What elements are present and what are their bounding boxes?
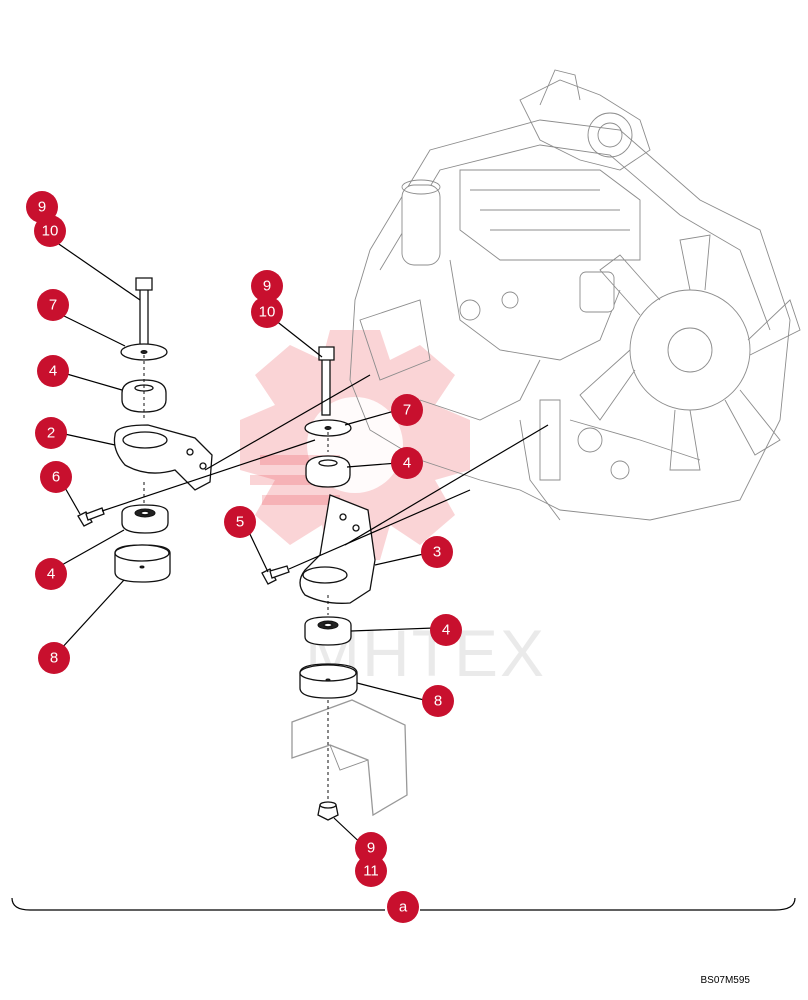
reference-code: BS07M595 [700,975,750,986]
callout-6: 6 [40,461,72,493]
callout-2-label: 2 [47,425,55,442]
callout-4a: 4 [37,355,69,387]
callout-4d-label: 4 [442,622,450,639]
callout-8a: 8 [38,642,70,674]
callout-4b: 4 [35,558,67,590]
callout-2: 2 [35,417,67,449]
callout-10a-label: 10 [42,223,59,240]
callout-9a-label: 9 [38,199,46,216]
frame-support [291,699,408,817]
callout-9c: 9 [355,832,387,864]
callout-4b-label: 4 [47,566,55,583]
callout-10b: 10 [251,296,283,328]
right-mount-assembly [261,346,376,821]
callout-3-label: 3 [433,544,441,561]
callout-8b-label: 8 [434,693,442,710]
callout-5-label: 5 [236,514,244,531]
callout-a-label: a [399,899,408,916]
callout-10a: 10 [34,215,66,247]
callout-6-label: 6 [52,469,60,486]
callout-8b: 8 [422,685,454,717]
callout-11: 11 [355,855,387,887]
callout-3: 3 [421,536,453,568]
left-mount-assembly [77,277,213,583]
callout-9b: 9 [251,270,283,302]
engine-illustration [349,69,801,521]
callout-4c: 4 [391,447,423,479]
callout-11-label: 11 [363,863,379,880]
callout-9b-label: 9 [263,278,271,295]
callout-8a-label: 8 [50,650,58,667]
callout-7b: 7 [391,394,423,426]
engine-connection-lines [101,374,549,570]
callout-7a-label: 7 [49,297,57,314]
callout-5: 5 [224,506,256,538]
callout-7b-label: 7 [403,402,411,419]
callout-4c-label: 4 [403,455,411,472]
callout-7a: 7 [37,289,69,321]
callout-4d: 4 [430,614,462,646]
callout-a: a [387,891,419,923]
callout-leaders [11,239,796,911]
callout-4a-label: 4 [49,363,57,380]
callout-9c-label: 9 [367,840,375,857]
callout-10b-label: 10 [259,304,276,321]
